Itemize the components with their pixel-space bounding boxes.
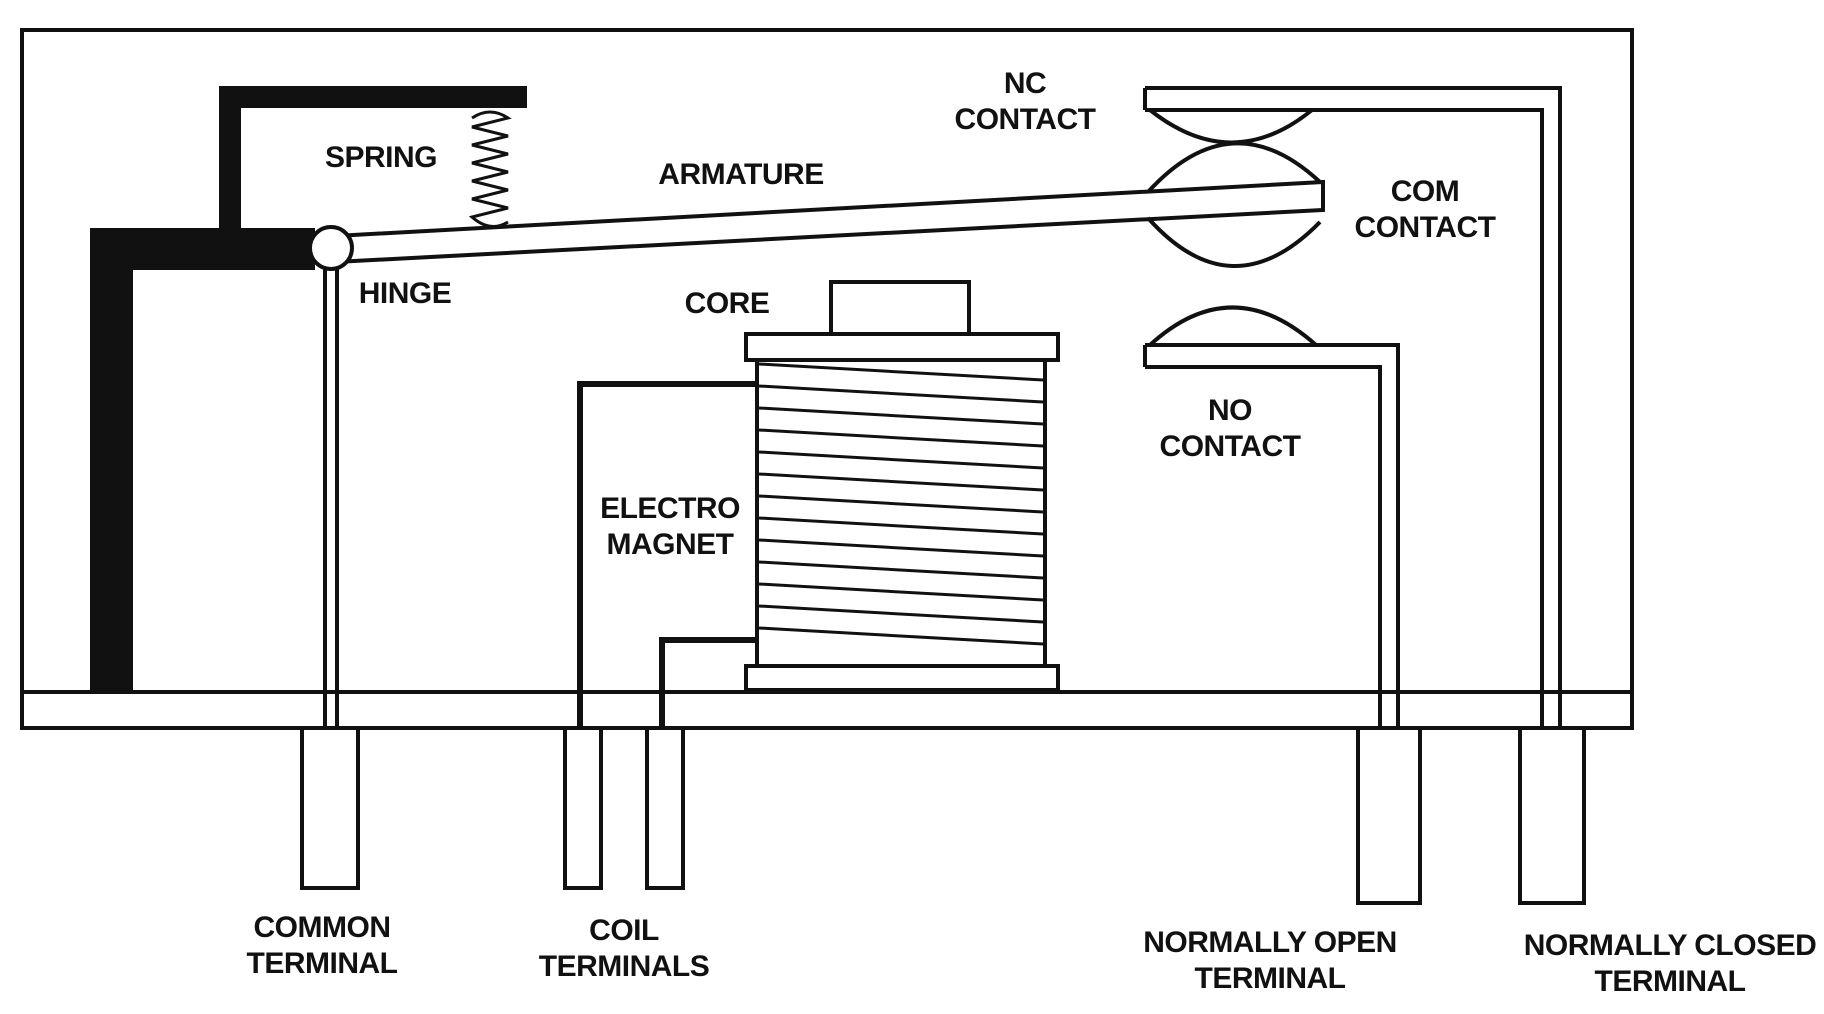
- nc-terminal-label-1: NORMALLY CLOSED: [1524, 929, 1817, 962]
- no-terminal-pin: [1356, 726, 1422, 905]
- coil-winding-7: [758, 516, 1044, 536]
- coil-winding-5: [758, 472, 1044, 492]
- coil-lead-inner: [659, 637, 757, 728]
- nc-contact: [1148, 108, 1314, 145]
- coil-winding-4: [758, 450, 1044, 470]
- hinge-label: HINGE: [359, 277, 452, 310]
- coil-winding-9: [758, 560, 1044, 580]
- coil-top-flange: [744, 332, 1060, 362]
- no-contact: [1148, 305, 1318, 347]
- nc-conductor-inner: [1145, 108, 1544, 728]
- coil-terminal-pin-1: [563, 726, 603, 890]
- no-conductor-outer: [1145, 343, 1400, 728]
- nc-terminal-pin: [1518, 726, 1586, 905]
- armature-label: ARMATURE: [658, 158, 823, 191]
- core-label: CORE: [685, 287, 770, 320]
- spring-coil: [468, 110, 512, 228]
- no-terminal-label-1: NORMALLY OPEN: [1143, 926, 1397, 959]
- common-terminal-label-2: TERMINAL: [247, 947, 398, 980]
- coil-winding-11: [758, 604, 1044, 624]
- coil-winding-6: [758, 494, 1044, 514]
- electromagnet-label-2: MAGNET: [607, 528, 734, 561]
- frame-top-bar: [219, 86, 527, 108]
- frame-upright: [219, 86, 241, 236]
- coil-terminal-pin-2: [645, 726, 685, 890]
- coil-bottom-flange: [744, 664, 1060, 692]
- common-terminal-pin: [300, 726, 360, 890]
- coil-winding-3: [758, 428, 1044, 448]
- coil-winding-8: [758, 538, 1044, 558]
- no-terminal-label-2: TERMINAL: [1195, 962, 1346, 995]
- no-contact-label-1: NO: [1208, 394, 1252, 427]
- coil-lead-outer: [577, 381, 757, 728]
- hinge-pivot: [308, 225, 354, 271]
- relay-housing: [20, 28, 1634, 730]
- coil-terminals-label-1: COIL: [589, 914, 659, 947]
- core-cap: [829, 280, 971, 336]
- coil-winding-0: [758, 362, 1044, 382]
- frame-post: [90, 228, 133, 692]
- coil-winding-1: [758, 384, 1044, 404]
- no-contact-label-2: CONTACT: [1160, 430, 1301, 463]
- coil-winding-12: [758, 626, 1044, 646]
- coil-winding-10: [758, 582, 1044, 602]
- nc-contact-label-1: NC: [1004, 67, 1046, 100]
- coil-terminals-label-2: TERMINALS: [539, 950, 710, 983]
- com-contact: [1146, 141, 1322, 268]
- coil-winding-2: [758, 406, 1044, 426]
- armature: [333, 179, 1325, 265]
- nc-contact-label-2: CONTACT: [955, 103, 1096, 136]
- common-terminal-label-1: COMMON: [254, 911, 391, 944]
- nc-terminal-label-2: TERMINAL: [1595, 965, 1746, 998]
- nc-conductor-outer: [1145, 86, 1562, 728]
- electromagnet-label-1: ELECTRO: [600, 492, 740, 525]
- spring-label: SPRING: [325, 141, 437, 174]
- com-contact-label-1: COM: [1391, 175, 1460, 208]
- coil-windings: [758, 362, 1044, 646]
- com-contact-label-2: CONTACT: [1355, 211, 1496, 244]
- no-conductor-inner: [1145, 365, 1382, 728]
